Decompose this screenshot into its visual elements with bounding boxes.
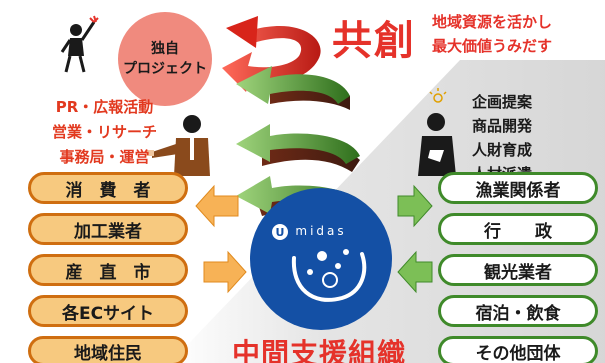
box-other-groups: その他団体 — [438, 336, 598, 363]
orange-arrow-left — [195, 184, 239, 228]
left-activity-3: 事務局・運営 — [59, 148, 150, 166]
tagline: 地域資源を活かし 最大価値うみだす — [432, 10, 552, 58]
umidas-mark-icon: U — [272, 224, 367, 302]
right-activity-2: 商品開発 — [472, 117, 533, 135]
svg-text:U: U — [276, 226, 285, 239]
thinking-person-icon — [418, 88, 456, 176]
box-processors: 加工業者 — [28, 213, 188, 245]
left-activities: PR・広報活動 営業・リサーチ 事務局・運営 — [52, 95, 157, 170]
box-direct-market: 産 直 市 — [28, 254, 188, 286]
headline-kyoso: 共創 — [332, 18, 416, 64]
tagline-line-2: 最大価値うみだす — [432, 37, 553, 55]
project-label-line-2: プロジェクト — [123, 61, 207, 77]
box-ec-sites: 各ECサイト — [28, 295, 188, 327]
box-tourism: 観光業者 — [438, 254, 598, 286]
left-activity-1: PR・広報活動 — [55, 98, 154, 116]
logo-text: midas — [295, 224, 347, 238]
presenter-icon — [146, 115, 210, 176]
box-fishery: 漁業関係者 — [438, 172, 598, 204]
spiral-arrow-upper-green — [236, 66, 350, 104]
box-consumers: 消 費 者 — [28, 172, 188, 204]
green-arrow-right — [397, 184, 433, 228]
organization-title: 中間支援組織 — [232, 337, 407, 363]
project-circle: 独自 プロジェクト — [118, 12, 212, 106]
right-activity-3: 人財育成 — [472, 141, 533, 159]
tagline-line-1: 地域資源を活かし — [432, 13, 553, 31]
person-raising-hand-icon — [60, 15, 99, 73]
project-label-line-1: 独自 — [151, 41, 179, 57]
spiral-arrow-middle-green — [236, 124, 360, 164]
orange-arrow-right — [203, 250, 247, 294]
spiral-arrow-red-tip — [226, 16, 258, 48]
right-activity-1: 企画提案 — [472, 93, 533, 111]
box-lodging-dining: 宿泊・飲食 — [438, 295, 598, 327]
green-arrow-left — [397, 250, 433, 294]
left-activity-2: 営業・リサーチ — [52, 123, 158, 141]
box-local-residents: 地域住民 — [28, 336, 188, 363]
umidas-logo: U midas — [250, 188, 392, 330]
box-government: 行 政 — [438, 213, 598, 245]
